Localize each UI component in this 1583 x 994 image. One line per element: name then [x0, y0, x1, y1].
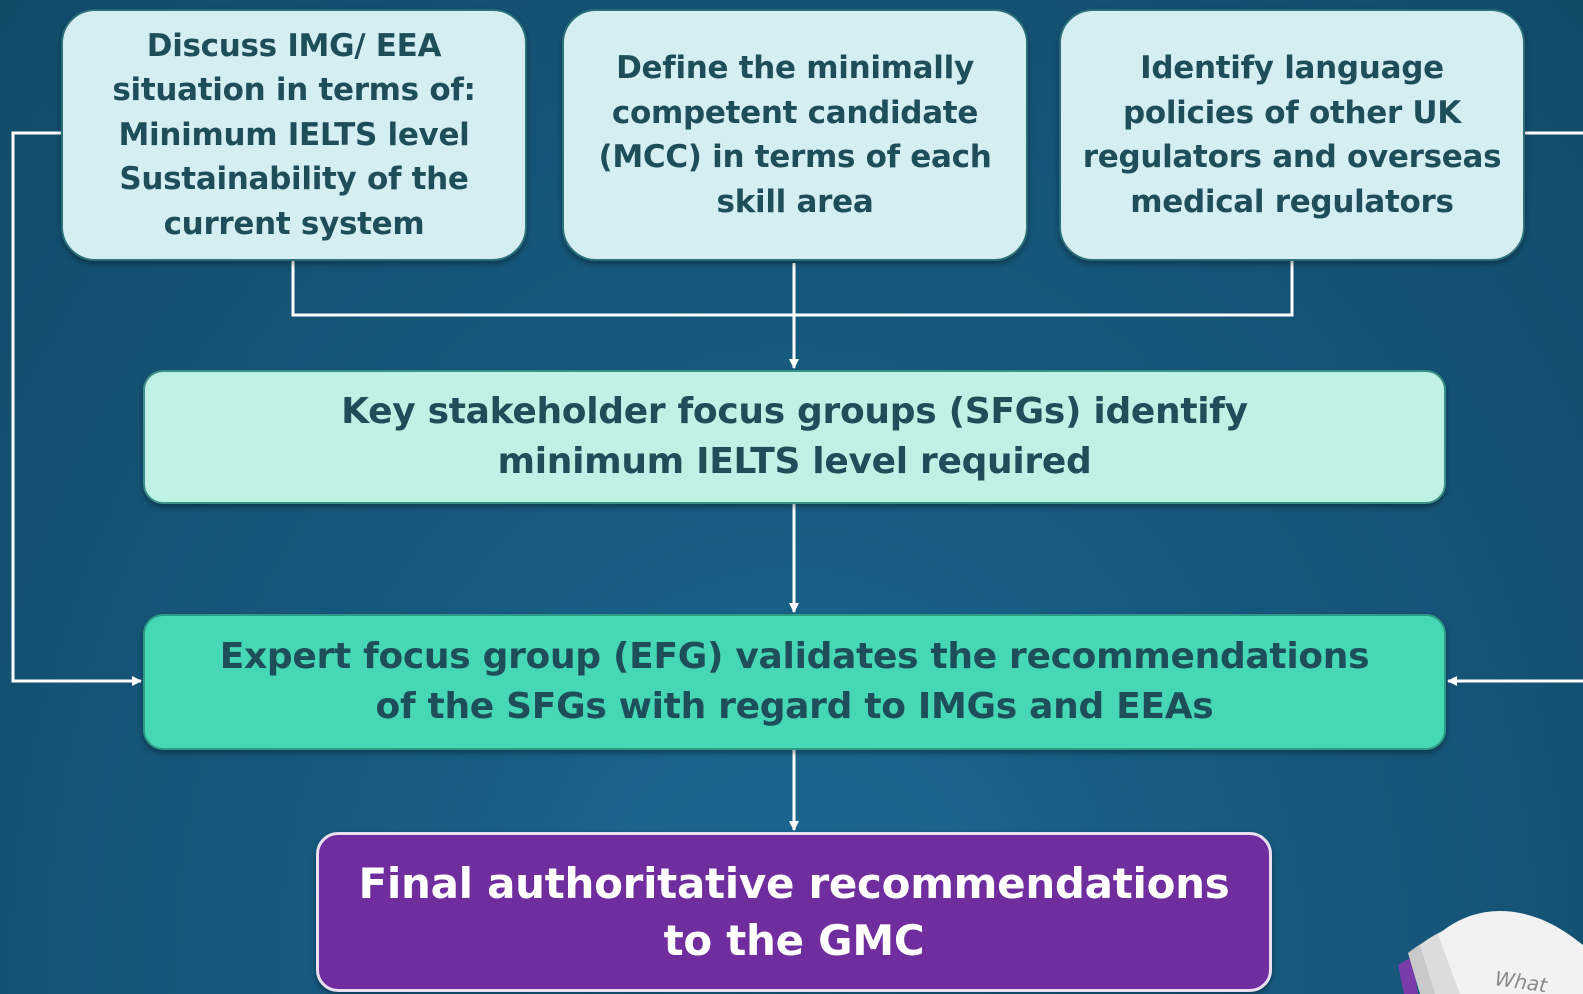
left-bypass-arrow	[11, 131, 142, 686]
identify-language-policies-box: Identify language policies of other UK r…	[1059, 9, 1525, 261]
define-mcc-text: Define the minimally competent candidate…	[598, 50, 992, 220]
define-mcc-box: Define the minimally competent candidate…	[562, 9, 1028, 261]
final-recommendations-box: Final authoritative recommendations to t…	[316, 832, 1272, 992]
discuss-img-eea-text: Discuss IMG/ EEA situation in terms of: …	[112, 27, 476, 242]
stakeholder-focus-groups-text: Key stakeholder focus groups (SFGs) iden…	[341, 391, 1248, 482]
book-page-front	[1438, 911, 1583, 994]
identify-language-policies-text: Identify language policies of other UK r…	[1082, 50, 1502, 220]
discuss-img-eea-box: Discuss IMG/ EEA situation in terms of: …	[61, 9, 527, 261]
stakeholder-focus-groups-box: Key stakeholder focus groups (SFGs) iden…	[143, 370, 1446, 504]
book-icon: What	[1398, 911, 1583, 994]
expert-focus-group-box: Expert focus group (EFG) validates the r…	[143, 614, 1446, 750]
final-recommendations-text: Final authoritative recommendations to t…	[358, 859, 1230, 965]
expert-focus-group-text: Expert focus group (EFG) validates the r…	[219, 636, 1370, 727]
